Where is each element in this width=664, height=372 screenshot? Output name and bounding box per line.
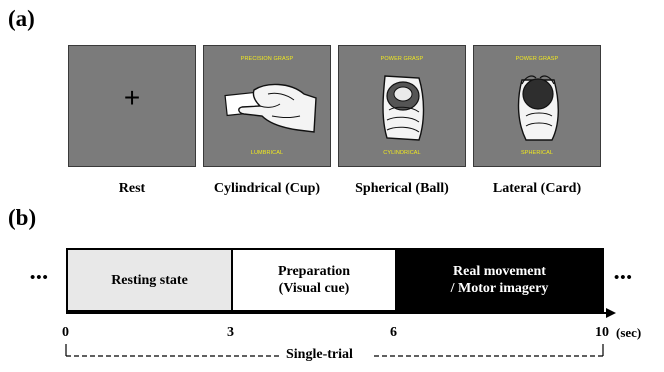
stimulus-bottom-text: CYLINDRICAL bbox=[383, 150, 421, 156]
hand-cylinder-grasp-icon bbox=[382, 75, 425, 141]
ellipsis-left: ••• bbox=[30, 270, 49, 286]
phase-resting-label: Resting state bbox=[111, 272, 188, 288]
tick-0: 0 bbox=[62, 325, 69, 340]
tick-10: 10 bbox=[595, 325, 609, 340]
phase-movement-line1: Real movement bbox=[453, 264, 546, 279]
hand-pinch-card-icon bbox=[224, 83, 317, 133]
single-trial-label: Single-trial bbox=[286, 347, 353, 362]
ellipsis-right: ••• bbox=[614, 270, 633, 286]
stimulus-top-text: POWER GRASP bbox=[515, 56, 559, 62]
caption-rest: Rest bbox=[118, 181, 146, 196]
caption-spherical: Spherical (Ball) bbox=[355, 181, 449, 196]
stimulus-cylindrical: PRECISION GRASP LUMBRICAL bbox=[203, 45, 331, 167]
caption-lateral: Lateral (Card) bbox=[492, 181, 582, 196]
stimulus-bottom-text: LUMBRICAL bbox=[250, 150, 284, 156]
stimulus-bottom-text: SPHERICAL bbox=[520, 150, 554, 156]
phase-preparation-line1: Preparation bbox=[277, 264, 351, 279]
tick-3: 3 bbox=[227, 325, 234, 340]
stimulus-rest: + bbox=[68, 45, 196, 167]
time-unit: (sec) bbox=[616, 325, 642, 340]
fixation-cross: + bbox=[123, 82, 141, 113]
phase-preparation-line2: (Visual cue) bbox=[278, 281, 350, 296]
stimulus-top-text: PRECISION GRASP bbox=[240, 56, 294, 62]
panel-b-label: (b) bbox=[8, 205, 37, 230]
phase-preparation: Preparation (Visual cue) bbox=[231, 248, 397, 312]
tick-6: 6 bbox=[390, 325, 397, 340]
phase-movement: Real movement / Motor imagery bbox=[395, 248, 604, 312]
stimulus-top-text: POWER GRASP bbox=[380, 56, 424, 62]
panel-a-label: (a) bbox=[8, 6, 35, 31]
caption-cylindrical: Cylindrical (Cup) bbox=[213, 181, 321, 196]
phase-resting: Resting state bbox=[66, 248, 233, 312]
time-axis-arrowhead bbox=[606, 308, 616, 318]
hand-sphere-grasp-icon bbox=[517, 75, 559, 141]
stimulus-spherical: POWER GRASP CYLINDRICAL bbox=[338, 45, 466, 167]
stimulus-lateral: POWER GRASP SPHERICAL bbox=[473, 45, 601, 167]
phase-movement-line2: / Motor imagery bbox=[450, 281, 549, 296]
